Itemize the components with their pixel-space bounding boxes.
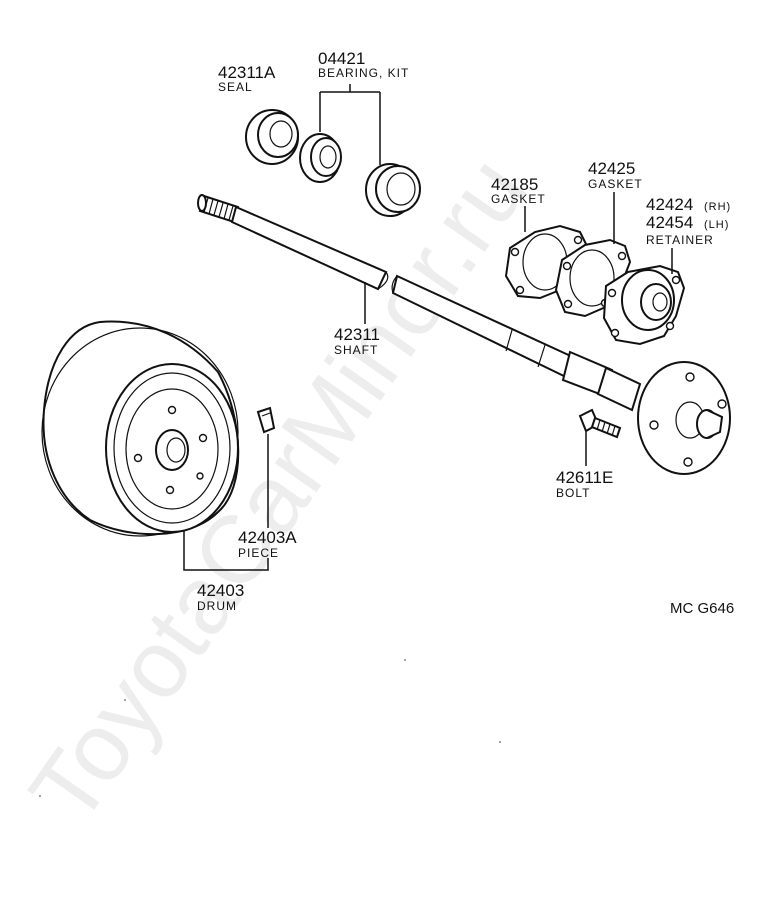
retainer-number-lh: 42454 [646, 213, 693, 232]
bolt-number: 42611E [556, 468, 613, 487]
gasket-2-name: GASKET [588, 177, 643, 191]
seal-name: SEAL [218, 80, 253, 94]
piece-number: 42403A [238, 528, 297, 547]
piece-label: 42403A PIECE [238, 528, 297, 560]
drum-label: 42403 DRUM [197, 581, 244, 613]
shaft-label: 42311 SHAFT [334, 325, 380, 357]
bearing-kit-leader [319, 84, 381, 165]
piece-name: PIECE [238, 546, 279, 560]
retainer-suffix-lh: (LH) [704, 219, 729, 231]
piece-part[interactable] [256, 406, 276, 434]
gasket-2-number: 42425 [588, 159, 635, 178]
bearing-inner-part[interactable] [299, 133, 342, 183]
bolt-label: 42611E BOLT [556, 468, 613, 500]
drum-name: DRUM [197, 599, 237, 613]
seal-label: 42311A SEAL [218, 63, 276, 94]
shaft-part[interactable] [197, 194, 731, 475]
bearing-kit-label: 04421 BEARING, KIT [318, 49, 409, 80]
shaft-number: 42311 [334, 325, 380, 344]
bearing-outer-part[interactable] [365, 163, 421, 217]
retainer-number-rh: 42424 [646, 195, 693, 214]
retainer-part[interactable] [602, 264, 686, 346]
speckles [39, 659, 501, 797]
bearing-kit-number: 04421 [318, 49, 365, 68]
retainer-label: 42424 (RH) 42454 (LH) RETAINER [646, 195, 731, 247]
gasket-1-label: 42185 GASKET [491, 175, 546, 206]
figure-code: MC G646 [670, 600, 734, 617]
seal-number: 42311A [218, 63, 276, 82]
retainer-suffix-rh: (RH) [704, 201, 731, 213]
bolt-part[interactable] [578, 408, 622, 439]
drum-leader [183, 530, 269, 571]
retainer-name: RETAINER [646, 233, 714, 247]
gasket-2-label: 42425 GASKET [588, 159, 643, 191]
gasket-1-name: GASKET [491, 192, 546, 206]
gasket-1-number: 42185 [491, 175, 538, 194]
bolt-name: BOLT [556, 486, 590, 500]
bearing-kit-name: BEARING, KIT [318, 66, 409, 80]
seal-part[interactable] [245, 109, 299, 165]
shaft-name: SHAFT [334, 343, 378, 357]
drum-number: 42403 [197, 581, 244, 600]
drum-part[interactable] [41, 320, 240, 537]
